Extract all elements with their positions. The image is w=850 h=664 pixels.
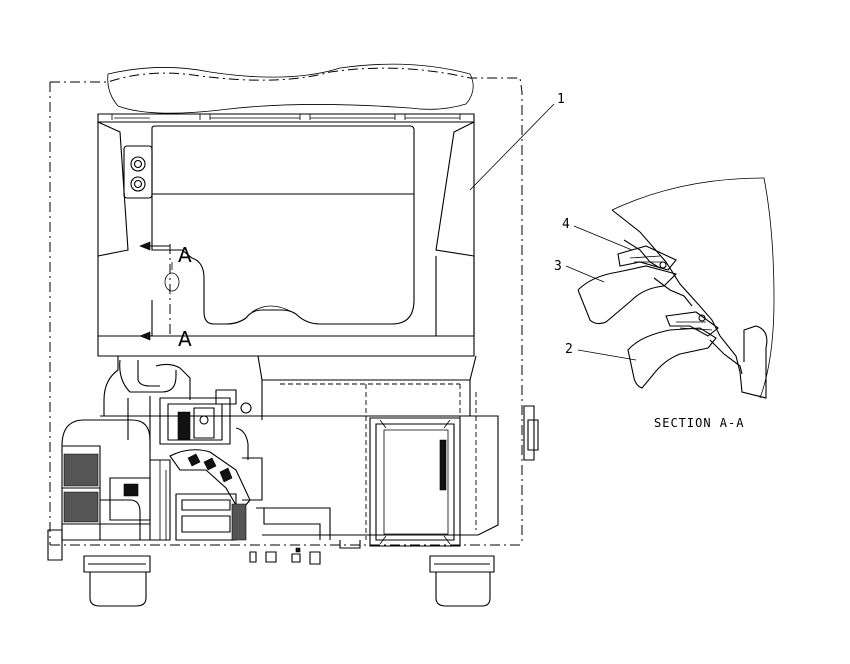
leader-line-3 xyxy=(565,265,605,283)
dashboard-panel xyxy=(97,113,475,357)
main-assembly-view: A A xyxy=(47,63,565,607)
section-cut-line xyxy=(139,241,180,341)
callout-4: 4 xyxy=(562,217,570,232)
detail-break-line xyxy=(611,177,775,399)
side-console xyxy=(47,419,151,561)
left-mount xyxy=(83,555,151,607)
switch-block xyxy=(123,145,153,199)
section-detail-view: 4 3 2 SECTION A-A xyxy=(554,177,775,430)
section-marker-bottom: A xyxy=(178,327,192,351)
right-mount xyxy=(429,555,495,607)
cab-outline xyxy=(49,67,523,546)
right-cabinet xyxy=(369,405,539,547)
callout-2: 2 xyxy=(565,342,573,357)
floor-fittings xyxy=(249,540,361,565)
weatherstrip-upper xyxy=(577,239,693,325)
leader-line-1 xyxy=(469,103,555,191)
callout-3: 3 xyxy=(554,259,562,274)
section-marker-top: A xyxy=(178,243,192,267)
leader-line-2 xyxy=(577,349,637,361)
break-line xyxy=(107,63,474,114)
callout-1: 1 xyxy=(557,92,565,107)
control-mechanism xyxy=(109,389,331,541)
leader-line-4 xyxy=(573,225,633,251)
lower-console xyxy=(100,356,499,536)
weatherstrip-lower xyxy=(627,311,743,389)
section-title: SECTION A-A xyxy=(654,416,744,430)
inner-panel xyxy=(151,125,415,325)
